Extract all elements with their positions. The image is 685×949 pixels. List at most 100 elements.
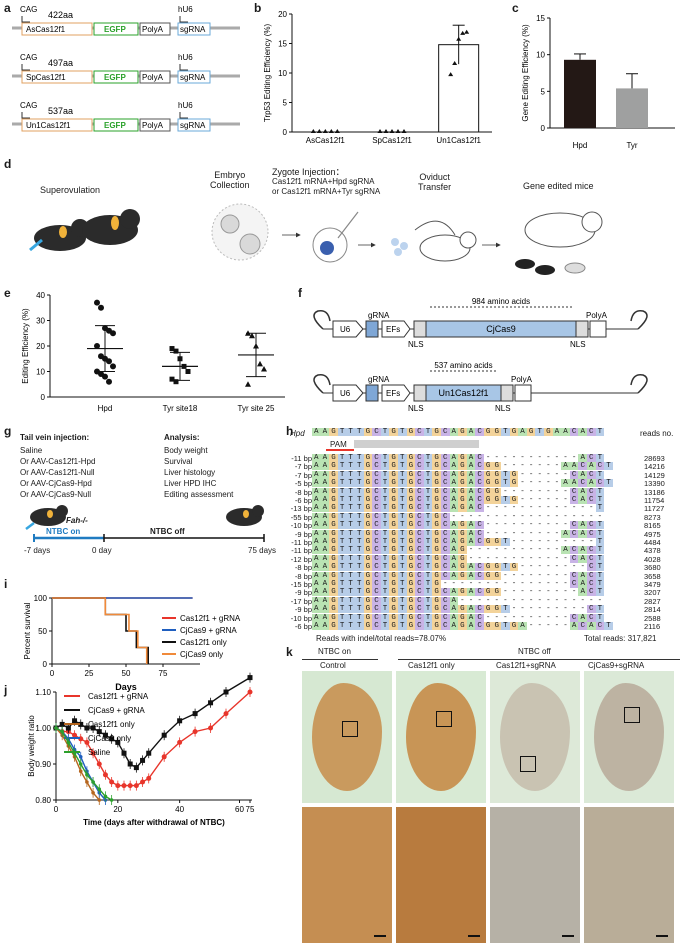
col-cas12f1-sgrna: Cas12f1+sgRNA xyxy=(496,661,556,670)
indel-size: -11 bp xyxy=(291,454,312,463)
data-point xyxy=(161,754,167,760)
data-point xyxy=(115,783,121,789)
histology-overview-2 xyxy=(490,671,580,803)
reads-header: reads no. xyxy=(640,429,674,438)
read-count: 28693 xyxy=(644,454,665,463)
y-axis-title: Trp53 Editing Efficiency (%) xyxy=(263,24,272,123)
analysis-item: Liver HPD IHC xyxy=(164,479,217,488)
weight-line xyxy=(55,676,251,769)
u6-label: hU6 xyxy=(178,101,193,110)
survival-line xyxy=(52,597,148,664)
promoter-arrow xyxy=(21,16,30,23)
data-point xyxy=(60,729,64,734)
polya-label: PolyA xyxy=(142,25,164,34)
data-point xyxy=(84,725,90,731)
histology-overview-1 xyxy=(396,671,486,803)
data-point xyxy=(127,783,133,789)
x-tick-label: 75 xyxy=(159,669,168,678)
egfp-label: EGFP xyxy=(104,73,126,82)
indel-size: -13 bp xyxy=(290,504,312,514)
read-count: 4028 xyxy=(644,554,661,564)
indel-size: -12 bp xyxy=(290,554,312,564)
data-point xyxy=(334,129,340,133)
injection-line-1: Cas12f1 mRNA+Hpd sgRNA xyxy=(272,177,375,186)
itr-right xyxy=(630,373,648,394)
col-control: Control xyxy=(320,661,346,670)
grna-label: gRNA xyxy=(368,311,390,320)
scale-bar xyxy=(468,935,480,937)
u6-arrow xyxy=(179,64,188,71)
y-tick-label: 15 xyxy=(278,40,287,49)
data-point xyxy=(90,725,96,731)
panel-label-a: a xyxy=(4,1,11,15)
liver-tissue xyxy=(406,683,476,791)
scale-bar xyxy=(374,935,386,937)
weight-line xyxy=(55,727,112,801)
data-point xyxy=(97,787,102,791)
zygote-injection-illustration xyxy=(312,211,359,263)
data-point xyxy=(65,725,71,731)
y-tick-label: 15 xyxy=(536,14,545,23)
injection-item: Saline xyxy=(20,446,43,455)
read-count: 13390 xyxy=(644,479,665,489)
superovulation-mice-illustration xyxy=(29,209,140,252)
x-axis-title: Time (days after withdrawal of NTBC) xyxy=(83,818,225,827)
y-axis-title: Editing Efficiency (%) xyxy=(21,308,30,384)
panel-label-c: c xyxy=(512,1,519,15)
egfp-box xyxy=(93,118,139,132)
cas-label: CjCas9 xyxy=(486,324,516,334)
read-count: 14216 xyxy=(644,462,665,472)
data-point xyxy=(192,729,198,735)
injection-item: Or AAV-CjCas9-Hpd xyxy=(20,479,92,488)
data-point xyxy=(460,30,466,35)
x-tick-label: Tyr site 25 xyxy=(238,404,275,413)
panel-label-f: f xyxy=(298,286,302,300)
u6-label: hU6 xyxy=(178,5,193,14)
efs-promoter xyxy=(381,384,411,402)
data-point xyxy=(72,718,78,724)
indel-summary: Reads with indel/total reads=78.07% xyxy=(316,634,447,643)
data-point xyxy=(110,330,116,337)
data-point xyxy=(98,304,104,311)
data-point xyxy=(328,129,334,133)
sgrna-label: sgRNA xyxy=(180,25,206,34)
read-count: 3207 xyxy=(644,588,661,598)
data-point xyxy=(208,725,214,731)
scale-bar xyxy=(562,935,574,937)
indel-size: -10 bp xyxy=(290,521,312,531)
indel-size: -9 bp xyxy=(294,588,312,598)
y-tick-label: 30 xyxy=(36,317,45,326)
promoter-arrow xyxy=(21,112,30,119)
sgrna-box xyxy=(177,70,211,84)
data-point xyxy=(261,365,267,372)
polya-label: PolyA xyxy=(586,311,608,320)
histology-zoom-2 xyxy=(490,807,580,943)
data-point xyxy=(106,358,112,365)
histology-zoom-3 xyxy=(584,807,674,943)
read-count: 8165 xyxy=(644,521,661,531)
data-point xyxy=(96,761,102,767)
x-tick-label: 20 xyxy=(113,805,122,814)
legend-label: CjCas9 only xyxy=(180,650,223,659)
